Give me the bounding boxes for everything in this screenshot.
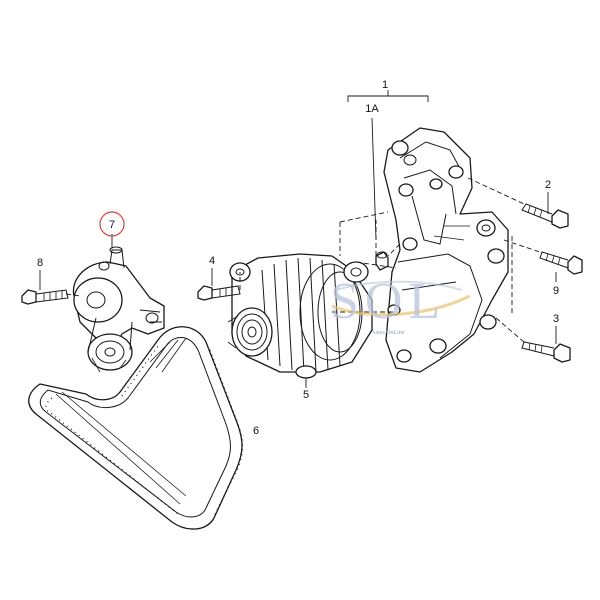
- callout-3: 3: [553, 313, 559, 325]
- watermark-text: SOL: [330, 273, 446, 330]
- callout-9: 9: [553, 285, 559, 297]
- bolt-3: [521, 341, 571, 363]
- callout-1: 1: [382, 79, 388, 91]
- bolt-4: [197, 285, 241, 301]
- callout-4: 4: [209, 255, 215, 267]
- watermark-tagline: Sales OnLine: [372, 330, 405, 336]
- callout-7: 7: [109, 219, 115, 231]
- bolt-8: [21, 289, 69, 305]
- callout-6: 6: [253, 425, 259, 437]
- bolt-9: [539, 251, 583, 275]
- alignment-lines: [65, 177, 541, 343]
- watermark-logo: SOL Sales OnLine: [330, 273, 471, 336]
- callout-8: 8: [37, 257, 43, 269]
- belt-tensioner-assembly: [72, 246, 165, 373]
- callout-1a: 1A: [365, 103, 379, 115]
- sleeve-1a: [375, 251, 389, 271]
- bolt-2: [521, 203, 569, 229]
- callout-5: 5: [303, 389, 309, 401]
- ribbed-drive-belt: [28, 326, 244, 530]
- leader-lines: [39, 90, 557, 388]
- callout-2: 2: [545, 179, 551, 191]
- highlight-circle: [99, 211, 125, 237]
